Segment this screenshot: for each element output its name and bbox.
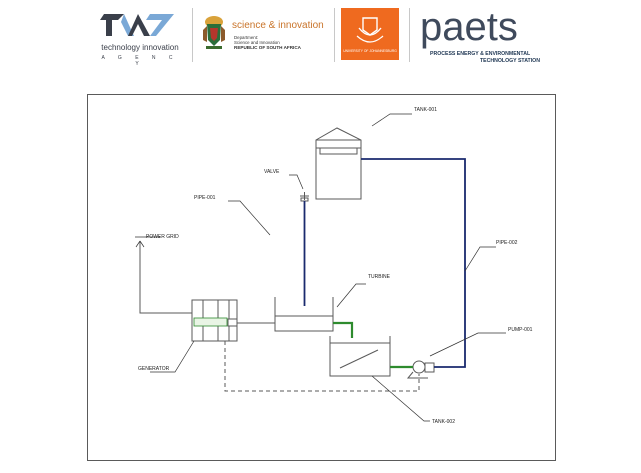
label-tank-001: TANK-001 [414, 107, 437, 113]
turbine-outflow [333, 323, 352, 338]
valve [300, 192, 309, 201]
tank-001 [316, 128, 361, 199]
label-turbine: TURBINE [368, 274, 391, 280]
label-generator: GENERATOR [138, 366, 170, 372]
generator [192, 300, 237, 341]
label-pipe-002: PIPE-002 [496, 240, 518, 246]
pipe-002 [361, 159, 465, 367]
power-grid-line [140, 241, 192, 313]
label-valve: VALVE [264, 169, 280, 175]
label-pump-001: PUMP-001 [508, 327, 533, 333]
label-tank-002: TANK-002 [432, 419, 455, 425]
pump-001 [408, 361, 434, 378]
tank-002 [330, 336, 390, 376]
label-power-grid: POWER GRID [146, 234, 179, 240]
label-pipe-001: PIPE-001 [194, 195, 216, 201]
